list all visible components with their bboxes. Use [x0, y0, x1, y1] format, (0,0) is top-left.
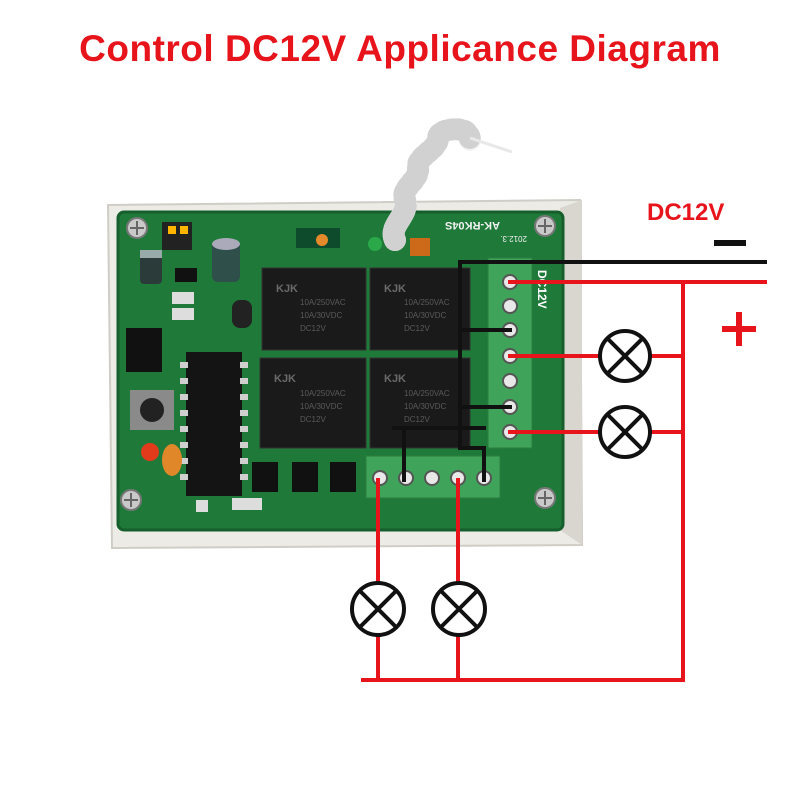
svg-text:DC12V: DC12V [404, 324, 430, 333]
enclosure-edge [560, 200, 582, 545]
lamp-3-icon [350, 581, 406, 637]
svg-text:10A/250VAC: 10A/250VAC [404, 389, 450, 398]
board-date-text: 2012.3. [500, 234, 527, 243]
terminal-dc12v-text: DC12V [535, 270, 549, 309]
ic-chip [180, 352, 248, 496]
svg-text:10A/30VDC: 10A/30VDC [404, 402, 446, 411]
smd-components [126, 268, 262, 512]
positive-terminal-symbol [722, 312, 756, 346]
push-button [130, 390, 174, 430]
dc12v-label: DC12V [647, 199, 724, 226]
svg-text:DC12V: DC12V [404, 415, 430, 424]
svg-text:10A/250VAC: 10A/250VAC [404, 298, 450, 307]
relay-2: KJK 10A/250VAC 10A/30VDC DC12V [369, 267, 471, 351]
svg-text:10A/250VAC: 10A/250VAC [300, 298, 346, 307]
relay-4: KJK 10A/250VAC 10A/30VDC DC12V [369, 357, 471, 449]
lamp-1-icon [598, 329, 652, 383]
terminal-block-bottom [365, 455, 501, 499]
antenna-coil [382, 118, 513, 251]
lamp-4-icon [431, 581, 487, 637]
terminal-block-right: DC12V [487, 257, 549, 449]
svg-text:KJK: KJK [384, 373, 406, 385]
diagram-title: Control DC12V Applicance Diagram [79, 28, 721, 69]
svg-text:10A/30VDC: 10A/30VDC [404, 311, 446, 320]
lamp-2-icon [598, 405, 652, 459]
capacitors [140, 238, 252, 328]
svg-text:10A/30VDC: 10A/30VDC [300, 311, 342, 320]
svg-text:10A/250VAC: 10A/250VAC [300, 389, 346, 398]
board-model-text: AK-RK04S [445, 219, 500, 231]
svg-text:DC12V: DC12V [300, 415, 326, 424]
negative-terminal-symbol [714, 240, 746, 246]
negative-wiring [392, 260, 767, 482]
mounting-screws [120, 215, 556, 511]
relay-3: KJK 10A/250VAC 10A/30VDC DC12V [259, 357, 367, 449]
transistors [252, 462, 356, 492]
led-indicator [141, 443, 182, 476]
svg-text:KJK: KJK [276, 283, 298, 295]
relay-1: KJK 10A/250VAC 10A/30VDC DC12V [261, 267, 367, 351]
svg-text:DC12V: DC12V [300, 324, 326, 333]
svg-text:KJK: KJK [274, 373, 296, 385]
jumper-header [162, 222, 192, 250]
svg-text:KJK: KJK [384, 283, 406, 295]
positive-wiring [361, 280, 767, 682]
svg-text:10A/30VDC: 10A/30VDC [300, 402, 342, 411]
rf-components [296, 228, 430, 256]
